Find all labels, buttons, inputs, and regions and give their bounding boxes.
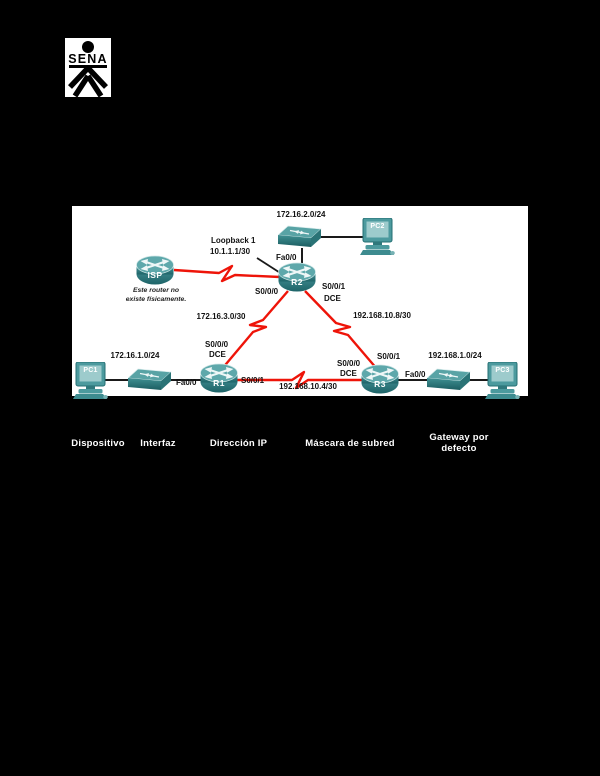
header-direccion-ip: Dirección IP [209,437,268,449]
loopback-name-label: Loopback 1 [211,236,256,245]
links-layer [104,236,488,390]
serial-link-r2-r1 [220,290,289,371]
logo-underline [69,65,107,68]
switch-icon [278,225,322,247]
r3-s000-label: S0/0/0 [337,359,361,368]
r3-dce-label: DCE [340,369,357,378]
isp-note-line1: Este router no [132,287,180,294]
router-r3: R3 [360,364,400,395]
switch-lan2 [278,225,322,250]
router-icon [200,363,238,393]
r1-s000-label: S0/0/0 [205,340,229,349]
r2-s001-label: S0/0/1 [322,282,346,291]
logo-arms-icon [68,66,108,89]
wan-r1-r3-network-label: 192.168.10.4/30 [279,382,337,391]
router-icon [361,364,399,394]
router-r2-label: R2 [291,277,303,287]
r2-dce-label: DCE [324,294,341,303]
isp-note: Este router no existe físicamente. [96,286,216,304]
logo-legs-icon [72,74,104,97]
lan3-network-label: 192.168.1.0/24 [428,351,482,360]
router-isp: ISP [135,255,175,286]
logo-head-icon [82,41,94,53]
loopback-ip-label: 10.1.1.1/30 [210,247,251,256]
r2-s000-label: S0/0/0 [255,287,279,296]
sena-logo: SENA [65,38,111,97]
r1-s001-label: S0/0/1 [241,376,265,385]
pc1: PC1 [73,362,108,400]
header-dispositivo: Dispositivo [71,437,125,449]
router-icon [136,255,174,285]
network-topology-diagram: PC2 R2 [72,206,528,399]
pc3-label: PC3 [495,367,510,374]
wan-r1-r2-network-label: 172.16.3.0/30 [196,312,246,321]
switch-icon [427,368,471,390]
serial-link-r1-r3 [237,370,362,390]
router-isp-label: ISP [147,270,163,280]
pc-icon [360,218,395,255]
pc1-label: PC1 [83,367,98,374]
isp-note-line2: existe físicamente. [125,296,187,303]
wan-r2-r3-network-label: 192.168.10.8/30 [353,311,411,320]
header-gateway-defecto: Gateway por defecto [429,432,489,454]
pc-icon [485,362,520,399]
header-mascara-subred: Máscara de subred [305,437,395,449]
router-r1-label: R1 [213,378,225,388]
lan2-network-label: 172.16.2.0/24 [276,210,326,219]
r2-fa00-label: Fa0/0 [276,253,297,262]
r1-fa00-label: Fa0/0 [176,378,197,387]
r1-dce-label: DCE [209,350,226,359]
serial-link-r2-r3 [304,290,378,370]
header-interfaz: Interfaz [140,437,176,449]
lan1-network-label: 172.16.1.0/24 [110,351,160,360]
switch-icon [128,368,172,390]
sena-logo-figure: SENA [68,41,108,97]
serial-link-isp-r2 [173,264,281,283]
addressing-table-header: Dispositivo Interfaz Dirección IP Máscar… [0,430,600,458]
r3-fa00-label: Fa0/0 [405,370,426,379]
pc2-label: PC2 [370,223,385,230]
r3-s001-label: S0/0/1 [377,352,401,361]
switch-lan1 [128,368,172,393]
pc3: PC3 [485,362,520,400]
pc2: PC2 [360,218,395,256]
router-r3-label: R3 [374,379,386,389]
router-icon [278,262,316,292]
logo-text: SENA [68,52,108,66]
pc-icon [73,362,108,399]
router-r2: R2 [277,262,317,293]
switch-lan3 [427,368,471,393]
router-r1: R1 [199,363,239,394]
